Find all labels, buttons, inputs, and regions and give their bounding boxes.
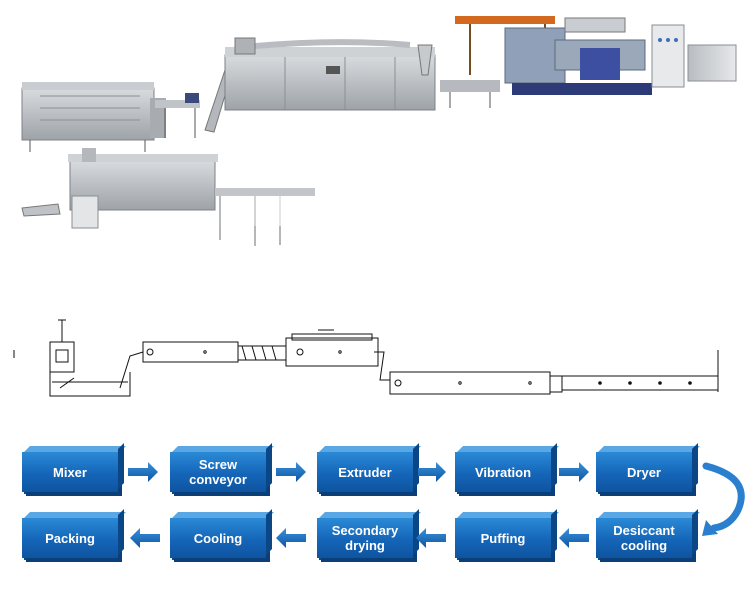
production-line-photo <box>21 16 737 246</box>
twin-screw-extruder <box>455 16 652 95</box>
step-packing: Packing <box>22 518 118 558</box>
arrow-left-icon <box>559 528 589 548</box>
step-cooling: Cooling <box>170 518 266 558</box>
arrow-left-icon <box>130 528 160 548</box>
arrow-right-icon <box>128 462 158 482</box>
step-mixer: Mixer <box>22 452 118 492</box>
step-desiccant-cooling: Desiccant cooling <box>596 518 692 558</box>
machine-layout-drawing <box>13 319 719 397</box>
step-screw-conveyor: Screw conveyor <box>170 452 266 492</box>
curved-arrow-icon <box>702 462 745 532</box>
cooling-line <box>21 148 315 246</box>
arrow-left-icon <box>276 528 306 548</box>
arrow-right-icon <box>559 462 589 482</box>
process-flow-diagram: Mixer Screw conveyor Extruder Vibration … <box>0 430 750 600</box>
arrow-right-icon <box>276 462 306 482</box>
step-dryer: Dryer <box>596 452 692 492</box>
roasting-oven <box>224 37 436 111</box>
conveyor-table <box>155 69 233 138</box>
step-puffing: Puffing <box>455 518 551 558</box>
arrow-left-icon <box>416 528 446 548</box>
arrow-right-icon <box>418 462 446 482</box>
control-cabinet <box>651 24 737 88</box>
multi-layer-dryer <box>21 82 166 152</box>
hopper <box>417 44 500 108</box>
step-vibration: Vibration <box>455 452 551 492</box>
flow-arrows <box>128 462 745 548</box>
step-secondary-drying: Secondary drying <box>317 518 413 558</box>
step-extruder: Extruder <box>317 452 413 492</box>
